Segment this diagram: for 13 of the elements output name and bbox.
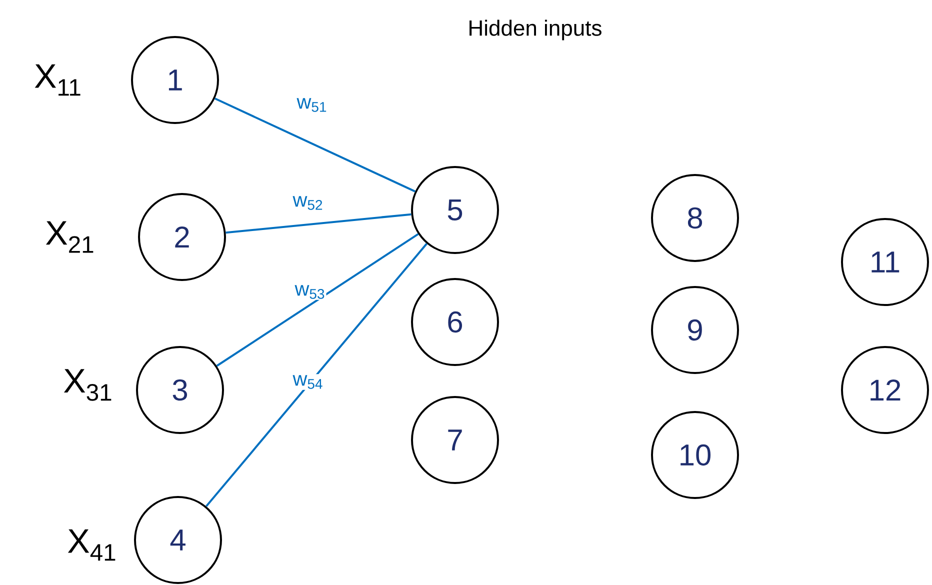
title: Hidden inputs <box>470 20 602 40</box>
input-label: X$_{41}$ <box>68 529 116 561</box>
connection-line <box>206 243 428 507</box>
edge-label: w$_{53}$ <box>294 285 324 299</box>
edge-label: w$_{51}$ <box>296 98 326 112</box>
edge-label: w$_{52}$ <box>292 196 322 210</box>
input-label: X$_{21}$ <box>46 221 94 253</box>
connection-line <box>226 213 412 234</box>
connection-line <box>216 233 419 367</box>
input-label: X$_{11}$ <box>34 64 80 96</box>
edge-label: w$_{54}$ <box>292 375 322 389</box>
input-label: X$_{31}$ <box>64 369 112 401</box>
connection-line <box>214 98 416 192</box>
